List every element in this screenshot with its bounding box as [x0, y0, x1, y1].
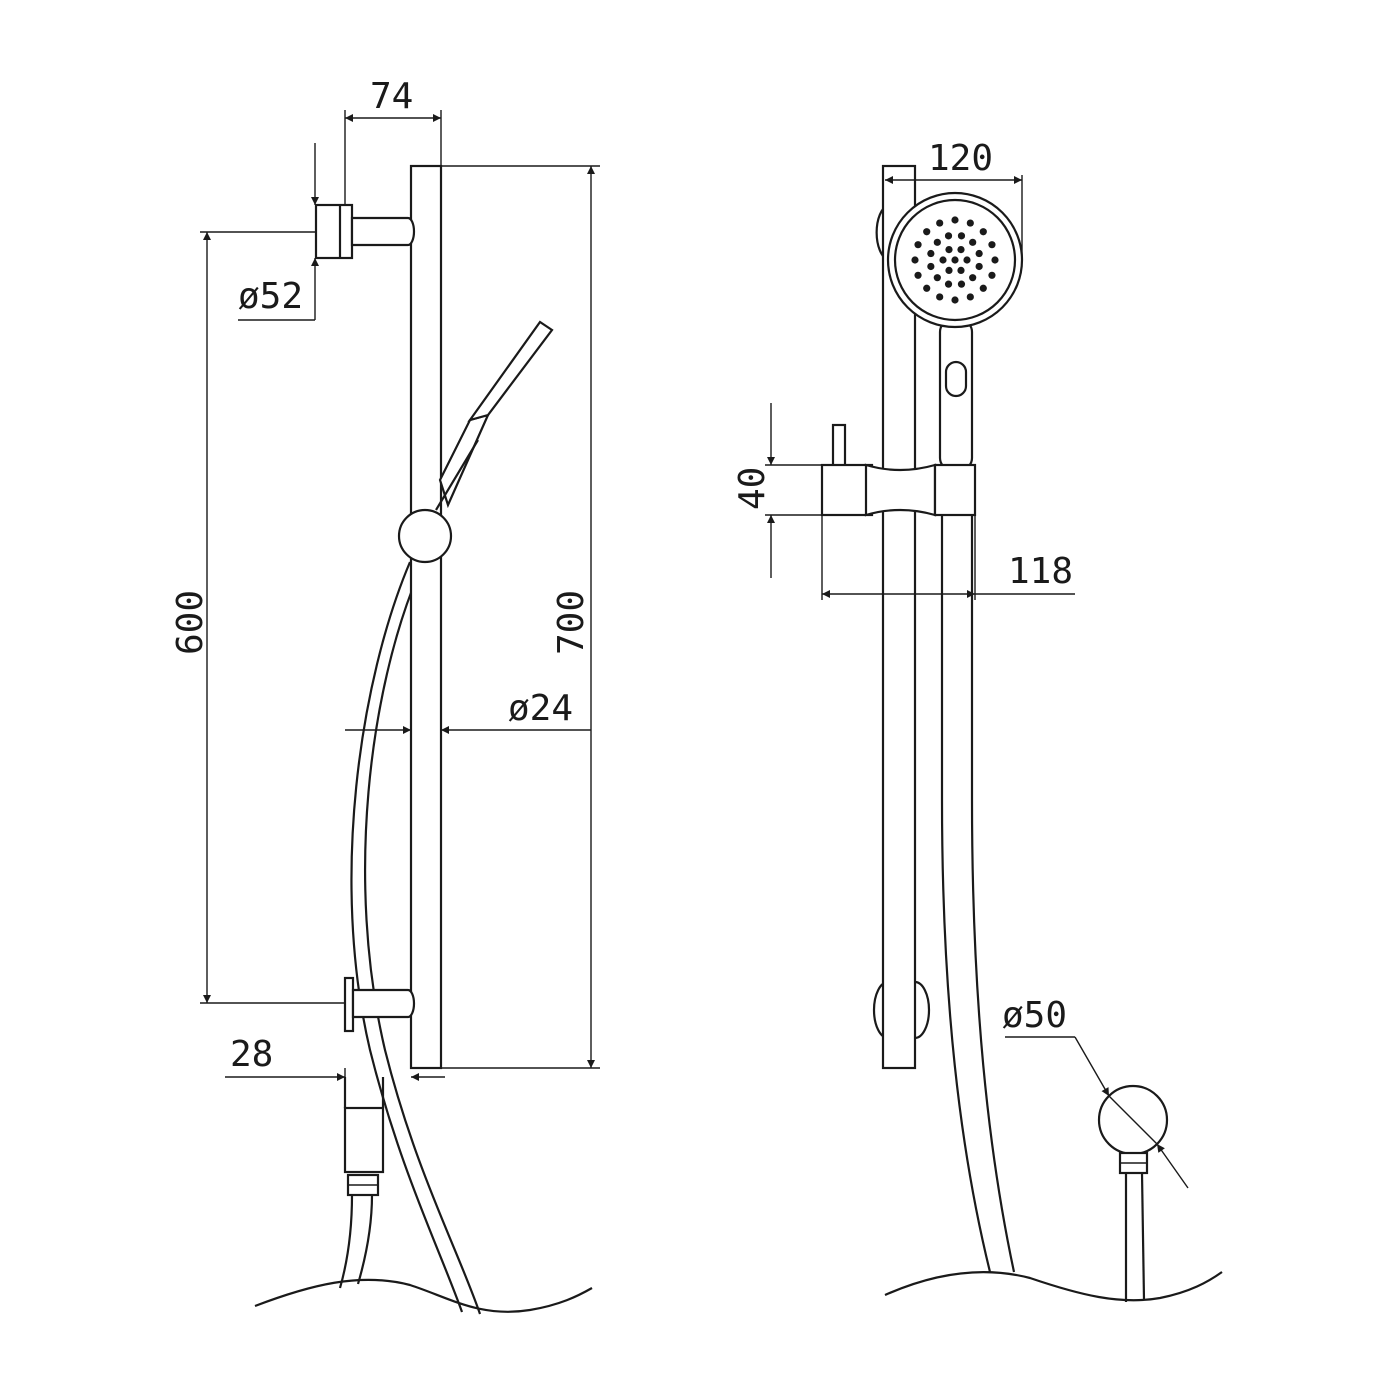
side-wall-outlet [338, 1077, 385, 1289]
dim-label-118: 118 [1008, 551, 1073, 592]
spray-nozzle [966, 219, 974, 227]
spray-nozzle [951, 256, 959, 264]
spray-nozzle [927, 262, 935, 271]
side-floor-line [254, 1278, 593, 1313]
front-rail [881, 164, 917, 1070]
spray-nozzle [923, 284, 931, 292]
spray-nozzle [933, 238, 941, 246]
spray-nozzle [923, 228, 931, 236]
spray-nozzle [957, 246, 965, 254]
dim-label-28: 28 [230, 1034, 273, 1075]
spray-nozzle [951, 296, 959, 304]
dim-label-74: 74 [370, 76, 413, 117]
spray-nozzle [975, 249, 983, 258]
spray-nozzle [979, 284, 987, 292]
dim-label-d50: ø50 [1002, 995, 1067, 1036]
front-view: 120 40 118 ø50 [732, 138, 1223, 1302]
front-floor-line [884, 1271, 1223, 1302]
spray-nozzle [945, 246, 953, 254]
side-view: 74 ø52 600 700 ø24 [170, 76, 600, 1315]
spray-nozzle [936, 219, 944, 227]
spray-nozzle [957, 232, 966, 240]
side-rail [409, 164, 443, 1070]
side-hand-shower [435, 320, 554, 511]
dim-120: 120 [883, 138, 1023, 260]
dim-label-d52: ø52 [238, 276, 303, 317]
dim-28: 28 [225, 1034, 445, 1085]
dim-label-600: 600 [170, 590, 211, 655]
spray-nozzle [988, 241, 996, 249]
dim-label-d24: ø24 [508, 688, 573, 729]
dim-600: 600 [170, 231, 345, 1004]
dim-label-40: 40 [732, 467, 773, 510]
spray-nozzle [988, 271, 996, 279]
spray-nozzle [927, 249, 935, 258]
spray-nozzle [969, 238, 977, 246]
bottom-wall-bracket [343, 976, 416, 1033]
spray-nozzle [945, 266, 953, 274]
front-hose [940, 515, 992, 1273]
spray-nozzle [944, 280, 953, 288]
spray-nozzle [944, 232, 953, 240]
spray-nozzle [936, 293, 944, 301]
spray-nozzle [951, 216, 959, 224]
dim-d52: ø52 [238, 143, 319, 321]
spray-nozzle [966, 293, 974, 301]
dim-74: 74 [344, 76, 442, 205]
dim-40: 40 [732, 403, 822, 578]
spray-nozzle [914, 241, 922, 249]
spray-nozzle [991, 256, 999, 264]
spray-nozzle [979, 228, 987, 236]
front-wall-outlet [1097, 1084, 1169, 1302]
spray-nozzle [914, 271, 922, 279]
spray-nozzle [939, 256, 947, 264]
front-button [944, 360, 968, 398]
top-wall-bracket [314, 203, 416, 260]
front-shower-head [886, 191, 1024, 329]
spray-nozzle [963, 256, 971, 264]
side-slider-knob [397, 508, 453, 564]
front-slider [820, 423, 977, 517]
dim-label-700: 700 [551, 590, 592, 655]
spray-nozzle [957, 280, 966, 288]
spray-nozzle [969, 274, 977, 282]
spray-nozzle [933, 274, 941, 282]
dim-d50: ø50 [1002, 995, 1189, 1189]
dim-118: 118 [821, 515, 1075, 600]
spray-nozzle [911, 256, 919, 264]
dim-label-120: 120 [928, 138, 993, 179]
spray-nozzle [957, 266, 965, 274]
spray-nozzle [975, 262, 983, 271]
dim-700: 700 [412, 165, 600, 1069]
dim-d24: ø24 [345, 640, 591, 740]
